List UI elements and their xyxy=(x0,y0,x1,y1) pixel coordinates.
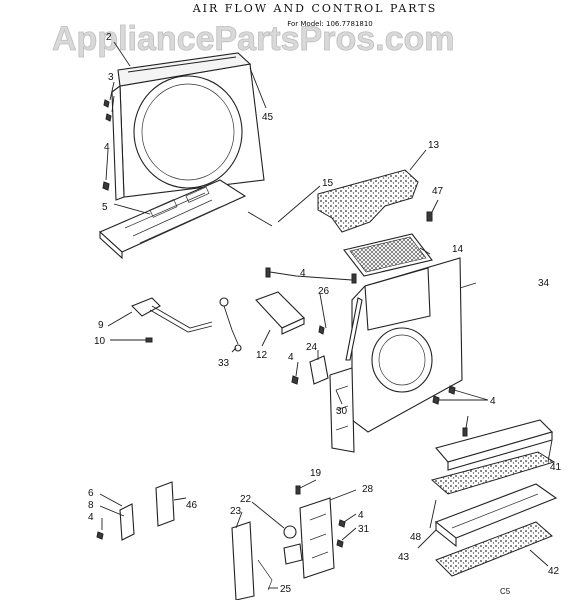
fan-shroud xyxy=(111,52,265,201)
callout-10: 10 xyxy=(94,336,106,347)
callout-5: 5 xyxy=(102,202,108,213)
screw xyxy=(426,211,433,222)
model-number: For Model: 106.7781810 xyxy=(287,20,373,28)
callout-2: 2 xyxy=(106,32,112,43)
callout-42: 42 xyxy=(548,566,560,577)
callout-4: 4 xyxy=(490,396,496,407)
control-bracket xyxy=(295,485,346,579)
air-rod xyxy=(247,211,273,227)
callout-4: 4 xyxy=(104,142,110,153)
callout-9: 9 xyxy=(98,320,104,331)
callout-15: 15 xyxy=(322,178,334,189)
part-callouts: 2 3 4 5 45 13 15 47 14 4 26 34 9 10 33 1… xyxy=(88,32,562,595)
callout-34: 34 xyxy=(538,278,550,289)
filter-tray-stack xyxy=(430,419,558,577)
control-arm xyxy=(131,297,213,333)
callout-12: 12 xyxy=(256,350,268,361)
callout-30: 30 xyxy=(336,406,348,417)
callout-6: 6 xyxy=(88,488,94,499)
base-pan xyxy=(98,179,247,260)
callout-26: 26 xyxy=(318,286,330,297)
bracket xyxy=(255,291,305,335)
callout-43: 43 xyxy=(398,552,410,563)
callout-4: 4 xyxy=(358,510,364,521)
callout-25: 25 xyxy=(280,584,292,595)
watermark-logo: AppliancePartsPros.com xyxy=(52,20,454,58)
callout-33: 33 xyxy=(218,358,230,369)
callout-4: 4 xyxy=(300,268,306,279)
callout-4: 4 xyxy=(288,352,294,363)
callout-4: 4 xyxy=(88,512,94,523)
screw xyxy=(145,337,153,343)
callout-13: 13 xyxy=(428,140,440,151)
callout-14: 14 xyxy=(452,244,464,255)
callout-47: 47 xyxy=(432,186,444,197)
callout-19: 19 xyxy=(310,468,322,479)
callout-46: 46 xyxy=(186,500,198,511)
callout-24: 24 xyxy=(306,342,318,353)
callout-41: 41 xyxy=(550,462,562,473)
callout-45: 45 xyxy=(262,112,274,123)
shaft xyxy=(345,297,363,361)
switch-assembly xyxy=(231,521,303,600)
control-knobs xyxy=(96,481,175,541)
callout-3: 3 xyxy=(108,72,114,83)
callout-31: 31 xyxy=(358,524,370,535)
bulkhead-panel xyxy=(329,257,463,453)
leader-lines xyxy=(99,41,553,589)
callout-48: 48 xyxy=(410,532,422,543)
vent-grille xyxy=(343,233,433,277)
callout-23: 23 xyxy=(230,506,242,517)
spring-wire xyxy=(219,297,242,352)
diagram-title: AIR FLOW AND CONTROL PARTS xyxy=(192,2,438,15)
callout-8: 8 xyxy=(88,500,94,511)
callout-28: 28 xyxy=(362,484,374,495)
screw-set-center xyxy=(265,267,468,437)
insulation-pad xyxy=(317,169,419,233)
diagram-code: C5 xyxy=(500,587,511,596)
clip xyxy=(309,355,329,385)
screw-set-left xyxy=(102,99,112,191)
callout-22: 22 xyxy=(240,494,252,505)
